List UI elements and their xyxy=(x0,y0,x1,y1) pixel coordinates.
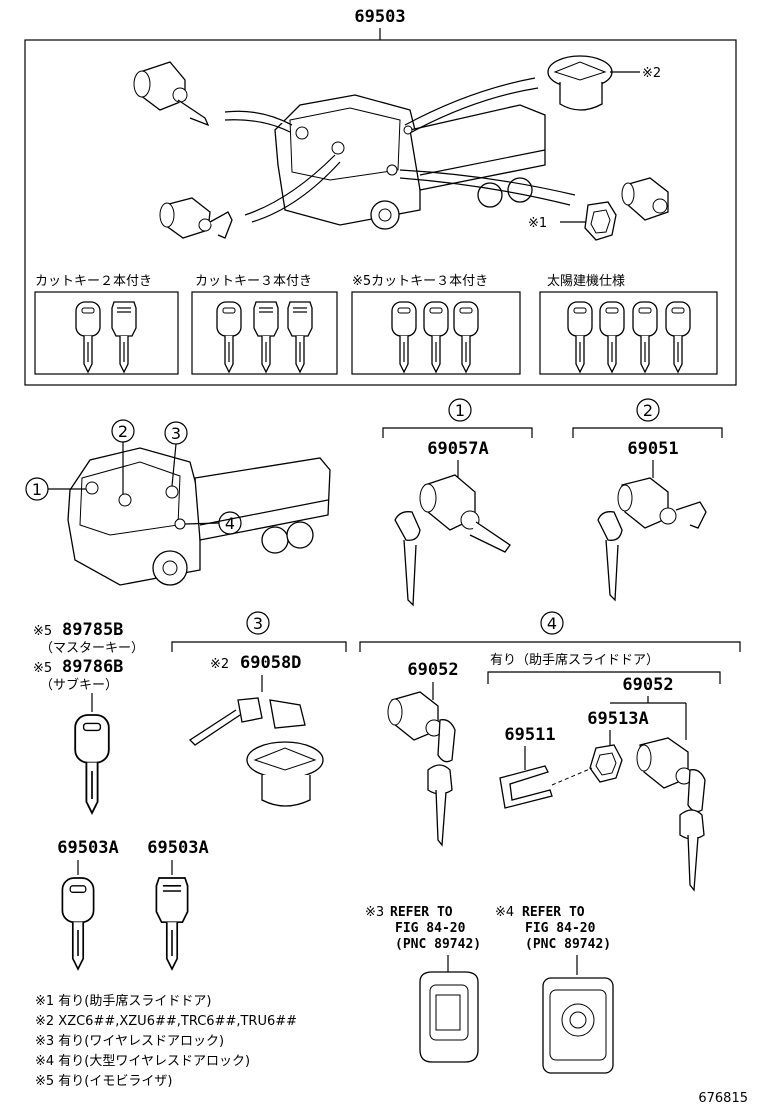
ref-line-2: FIG 84-20 xyxy=(525,921,596,936)
ref-4: ※4 REFER TO FIG 84-20 (PNC 89742) xyxy=(495,905,614,1074)
part-69058d: 69058D xyxy=(240,653,301,673)
blank-keys: 69503A 69503A xyxy=(57,838,209,970)
key-icon xyxy=(665,301,691,373)
key-icon xyxy=(287,301,313,373)
ref-mark: ※4 xyxy=(495,905,514,920)
immobilizer-keys: ※5 89785B （マスターキー） ※5 89786B （サブキー） xyxy=(33,620,144,814)
part-89785b: 89785B xyxy=(62,620,123,640)
section-1: 1 69057A xyxy=(382,398,533,607)
ref-line-1: REFER TO xyxy=(522,905,585,920)
callout-number: 3 xyxy=(171,424,181,443)
key-icon xyxy=(253,301,279,373)
ref-line-3: (PNC 89742) xyxy=(395,937,481,952)
part-69511: 69511 xyxy=(504,725,555,745)
part-prefix: ※2 xyxy=(210,657,229,672)
top-assembly: 69503 xyxy=(24,7,737,386)
footnote: ※2 XZC6##,XZU6##,TRC6##,TRU6## xyxy=(35,1014,297,1029)
key-icon xyxy=(391,301,417,373)
top-frame xyxy=(24,39,737,386)
key-group-label: カットキー３本付き xyxy=(195,274,312,289)
ref-mark: ※3 xyxy=(365,905,384,920)
section-3: 3 ※2 69058D xyxy=(171,611,347,807)
note-2-mark: ※2 xyxy=(642,66,661,81)
sub-key-name: （サブキー） xyxy=(40,677,118,693)
section-number: 2 xyxy=(643,401,653,420)
key-group-3: ※5カットキー３本付き xyxy=(351,274,521,375)
key-icon xyxy=(403,539,417,607)
callout-number: 2 xyxy=(118,422,128,441)
key-icon xyxy=(687,834,699,892)
slide-door-label: 有り（助手席スライドドア） xyxy=(490,652,659,668)
key-icon xyxy=(74,714,110,814)
ref-line-3: (PNC 89742) xyxy=(525,937,611,952)
key-icon xyxy=(599,301,625,373)
key-icon xyxy=(423,301,449,373)
master-key-name: （マスターキー） xyxy=(40,641,144,656)
key-icon xyxy=(567,301,593,373)
key-icon xyxy=(111,301,137,373)
key-icon xyxy=(75,301,101,373)
top-part-number: 69503 xyxy=(354,7,405,27)
truck-locator: 1 2 3 4 xyxy=(25,419,331,586)
key-icon xyxy=(216,301,242,373)
part-69503a: 69503A xyxy=(57,838,118,858)
key-group-2: カットキー３本付き xyxy=(191,274,338,375)
callout-number: 4 xyxy=(225,514,235,533)
part-69057a: 69057A xyxy=(427,439,488,459)
section-number: 1 xyxy=(455,401,465,420)
part-69052-left: 69052 xyxy=(407,660,458,680)
part-69503a: 69503A xyxy=(147,838,208,858)
footnote: ※1 有り(助手席スライドドア) xyxy=(35,993,211,1009)
ref-line-1: REFER TO xyxy=(390,905,453,920)
key-icon xyxy=(453,301,479,373)
key-group-4: 太陽建機仕様 xyxy=(539,274,718,375)
key-group-1: カットキー２本付き xyxy=(34,274,179,375)
footnote: ※5 有り(イモビライザ) xyxy=(35,1074,172,1089)
key-icon xyxy=(188,709,241,746)
footnote: ※4 有り(大型ワイヤレスドアロック) xyxy=(35,1054,250,1069)
fuel-cap-top: ※2 xyxy=(547,55,661,111)
sub-key-prefix: ※5 xyxy=(33,661,52,676)
ignition-cylinder-top xyxy=(133,61,210,127)
ref-3: ※3 REFER TO FIG 84-20 (PNC 89742) xyxy=(365,905,481,1063)
side-cylinder-top xyxy=(621,177,669,221)
section-number: 4 xyxy=(547,614,557,633)
figure-id: 676815 xyxy=(698,1091,748,1106)
key-group-label: 太陽建機仕様 xyxy=(547,274,625,289)
key-icon xyxy=(632,301,658,373)
footnote: ※3 有り(ワイヤレスドアロック) xyxy=(35,1034,224,1049)
part-69052-right: 69052 xyxy=(622,675,673,695)
section-2: 2 69051 xyxy=(572,398,723,602)
key-group-label: カットキー２本付き xyxy=(35,274,152,289)
callout-number: 1 xyxy=(32,480,42,499)
key-group-label: ※5カットキー３本付き xyxy=(352,274,488,289)
key-icon xyxy=(435,789,447,847)
footnotes: ※1 有り(助手席スライドドア) ※2 XZC6##,XZU6##,TRC6##… xyxy=(35,993,297,1089)
key-icon xyxy=(155,877,189,970)
part-69051: 69051 xyxy=(627,439,678,459)
key-icon xyxy=(605,539,619,602)
part-89786b: 89786B xyxy=(62,657,123,677)
ring-top: ※1 xyxy=(528,201,617,241)
ref-line-2: FIG 84-20 xyxy=(395,921,466,936)
key-icon xyxy=(61,877,95,970)
section-number: 3 xyxy=(253,614,263,633)
master-key-prefix: ※5 xyxy=(33,624,52,639)
door-cylinder-top xyxy=(159,197,233,239)
truck-illustration-top xyxy=(224,77,576,230)
note-1-mark: ※1 xyxy=(528,216,547,231)
part-69513a: 69513A xyxy=(587,709,648,729)
spring-clip xyxy=(499,765,553,809)
section-4: 4 69052 有り（助手席スライドドア） 69052 69511 69513A xyxy=(359,611,741,892)
